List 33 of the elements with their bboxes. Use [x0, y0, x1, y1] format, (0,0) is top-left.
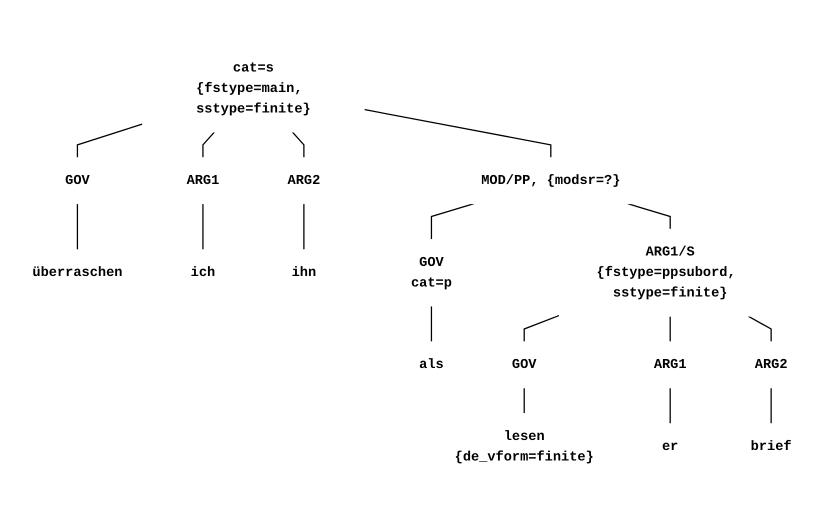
node-text: überraschen: [32, 265, 122, 280]
node-text: GOV cat=p: [410, 254, 452, 291]
node-text: MOD/PP, {modsr=?}: [481, 172, 620, 188]
node-text: er: [662, 438, 678, 454]
connector: [76, 204, 78, 250]
connector: [303, 204, 305, 250]
node-text: GOV: [512, 357, 536, 372]
connector: [627, 203, 671, 230]
connector: [202, 132, 215, 158]
node-text: lesen {de_vform=finite}: [454, 428, 594, 465]
connector: [524, 314, 560, 342]
connector: [670, 316, 671, 342]
connector: [748, 316, 772, 342]
connector: [292, 132, 305, 158]
node-text: ARG2: [288, 172, 320, 188]
node-text: ARG1: [186, 172, 220, 188]
connector: [364, 108, 552, 158]
connector: [670, 388, 671, 424]
node-text: ARG1/S {fstype=ppsubord, sstype=finite}: [596, 244, 736, 301]
node-text: ARG2: [754, 357, 788, 372]
connector: [524, 388, 525, 414]
connector: [770, 388, 772, 424]
connector: [430, 203, 474, 240]
node-text: ARG1: [654, 357, 687, 372]
connector: [76, 123, 143, 158]
connector: [430, 306, 432, 342]
node-text: cat=s {fstype=main, sstype=finite}: [196, 60, 311, 117]
node-text: brief: [750, 438, 792, 454]
node-text: GOV: [65, 172, 90, 188]
connector: [202, 204, 204, 250]
node-text: ich: [190, 265, 216, 280]
node-text: ihn: [292, 265, 316, 280]
node-text: als: [419, 357, 444, 372]
